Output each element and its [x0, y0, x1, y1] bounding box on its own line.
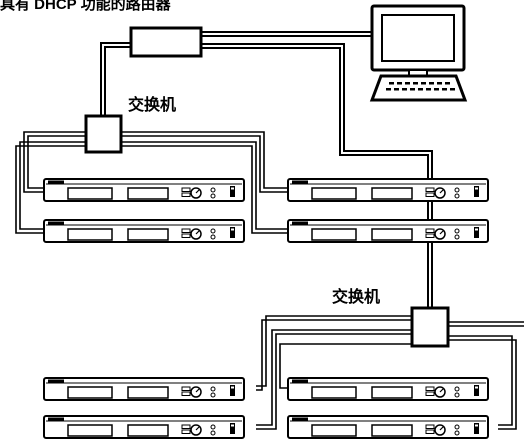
switch-bottom-label: 交换机: [332, 289, 381, 306]
rack-receiver-icon: [43, 377, 245, 401]
rack-receiver-icon: [43, 219, 245, 243]
rack-receiver-icon: [43, 178, 245, 202]
router-label: 具有 DHCP 功能的路由器: [0, 0, 171, 13]
switch-top-label: 交换机: [128, 97, 177, 114]
rack-receiver-icon: [287, 415, 489, 439]
router-box-icon: [129, 26, 203, 58]
rack-receiver-icon: [43, 415, 245, 439]
top-cluster-cables: [15, 131, 288, 234]
network-switch-bottom: [410, 306, 450, 348]
bottom-cluster-cables: [256, 315, 524, 430]
rack-receiver-icon: [287, 219, 489, 243]
network-switch-top: [84, 114, 123, 154]
computer-icon: [369, 4, 468, 102]
rack-receiver-icon: [287, 377, 489, 401]
rack-receiver-icon: [287, 178, 489, 202]
cable-router-switch-top: [100, 42, 131, 116]
network-backbone-inner: [102, 33, 431, 308]
